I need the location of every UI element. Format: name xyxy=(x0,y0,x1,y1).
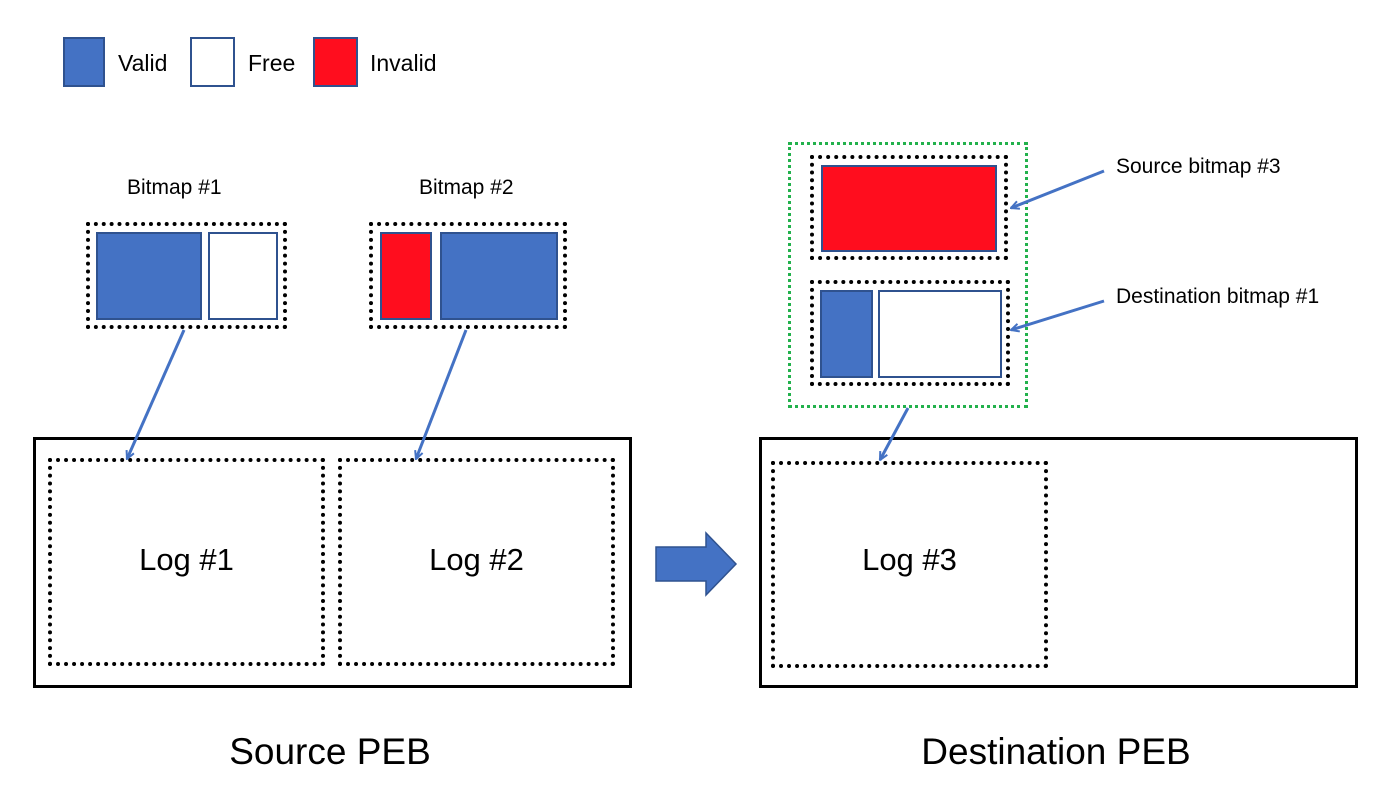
destination-bitmap-group xyxy=(788,142,1028,408)
bitmap-1-to-log-1-arrow xyxy=(127,329,186,459)
bitmap-2-valid-block xyxy=(440,232,558,320)
source-log-1-box xyxy=(48,458,325,666)
source-log-2-label: Log #2 xyxy=(429,542,524,577)
callout-source-bitmap-3-arrow xyxy=(1011,169,1105,208)
callout-destination-bitmap-1-arrow xyxy=(1011,299,1105,330)
bitmap-1-free-block xyxy=(208,232,278,320)
legend-label-valid: Valid xyxy=(118,50,168,76)
legend-label-invalid: Invalid xyxy=(370,50,437,76)
source-log-1-label: Log #1 xyxy=(139,542,234,577)
destination-bitmap-1-valid-block xyxy=(820,290,873,378)
bitmap-1-title: Bitmap #1 xyxy=(127,176,222,199)
transfer-block-arrow xyxy=(655,531,738,597)
source-log-2-box xyxy=(338,458,615,666)
callout-destination-bitmap-1: Destination bitmap #1 xyxy=(1116,285,1320,308)
bitmap-1-frame xyxy=(86,222,287,329)
legend-swatch-invalid xyxy=(313,37,358,87)
bitmap-2-to-log-2-arrow xyxy=(416,329,468,459)
bitmap-2-title: Bitmap #2 xyxy=(419,176,514,199)
bitmap-2-invalid-block xyxy=(380,232,432,320)
bitmap-1-valid-block xyxy=(96,232,202,320)
destination-log-3-box xyxy=(771,461,1048,668)
source-peb-box xyxy=(33,437,632,688)
legend-label-free: Free xyxy=(248,50,296,76)
legend-swatch-valid xyxy=(63,37,105,87)
callout-source-bitmap-3: Source bitmap #3 xyxy=(1116,155,1281,178)
destination-source-bitmap-3-frame xyxy=(810,155,1008,260)
destination-bitmap-1-free-block xyxy=(878,290,1002,378)
destination-peb-box xyxy=(759,437,1358,688)
destination-bitmap-1-frame xyxy=(810,280,1010,386)
bitmap-2-frame xyxy=(369,222,567,329)
group-to-log-3-arrow xyxy=(878,407,910,460)
destination-peb-label: Destination PEB xyxy=(921,731,1191,772)
destination-source-bitmap-3-invalid-block xyxy=(821,165,997,252)
legend-swatch-free xyxy=(190,37,235,87)
destination-log-3-label: Log #3 xyxy=(862,542,957,577)
source-peb-label: Source PEB xyxy=(229,731,431,772)
